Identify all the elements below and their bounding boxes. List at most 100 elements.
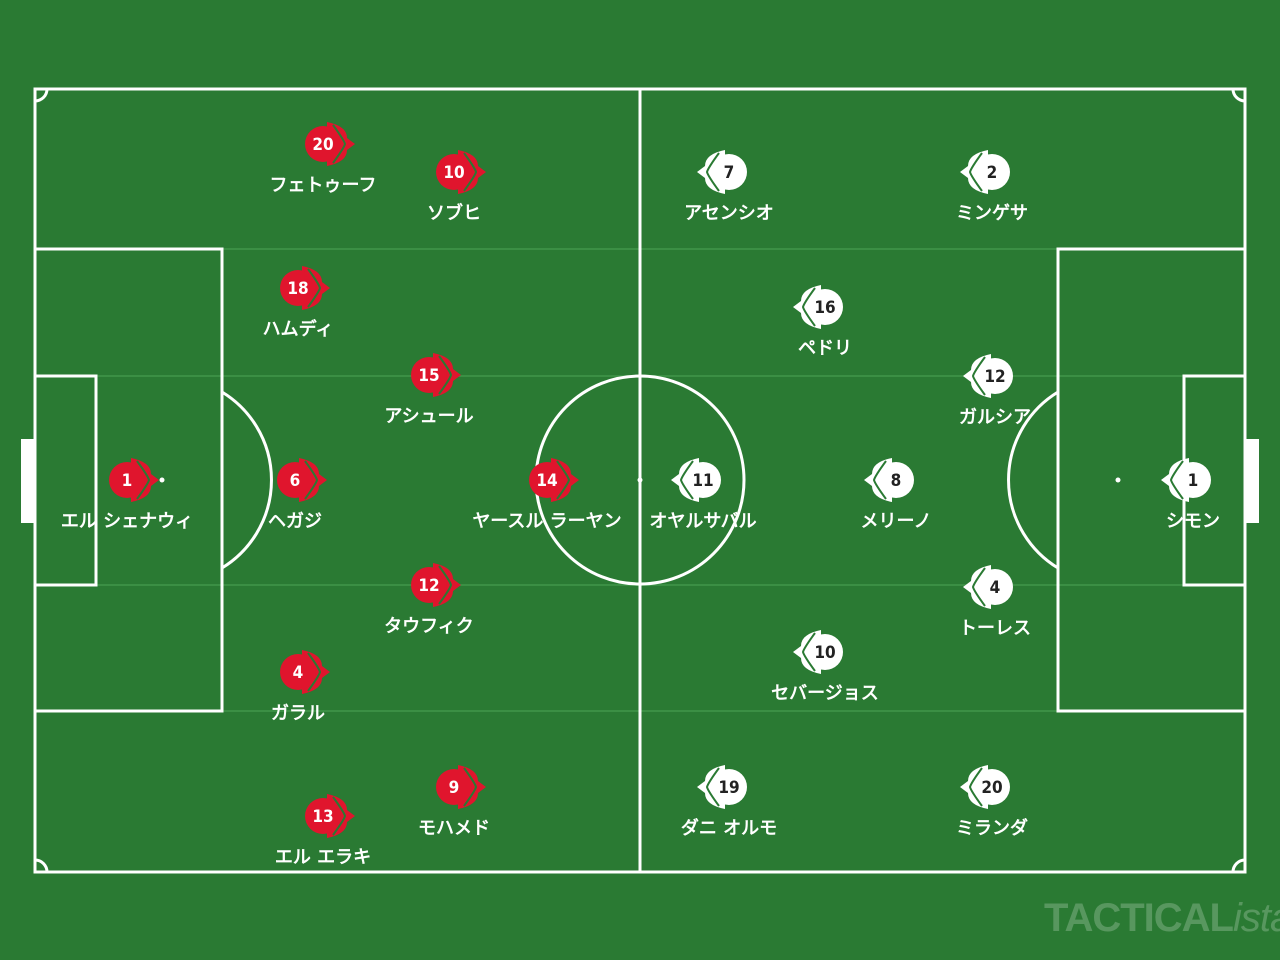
player-disc	[280, 654, 316, 690]
player-number: 10	[443, 163, 464, 183]
away_team-player-16: 16 ペドリ	[793, 285, 852, 359]
direction-arrow-gap	[971, 356, 986, 396]
tacticalista-watermark: TACTICALista	[1044, 896, 1280, 941]
player-number: 1	[122, 471, 133, 491]
direction-arrow-gap	[556, 460, 571, 500]
direction-arrow-gap	[463, 767, 478, 807]
left-penalty-arc	[221, 390, 273, 570]
player-number: 2	[987, 163, 998, 183]
player-name: オヤルサバル	[649, 511, 756, 532]
player-name: ダニ オルモ	[681, 817, 777, 839]
right-penalty-spot	[1115, 477, 1121, 483]
direction-arrow-gap	[332, 124, 347, 164]
left-penalty-spot	[159, 477, 165, 483]
player-disc	[280, 270, 316, 306]
direction-arrow-gap	[307, 652, 322, 692]
player-disc	[277, 462, 313, 498]
player-number: 9	[449, 778, 460, 798]
player-disc	[685, 462, 721, 498]
player-name: ペドリ	[798, 338, 852, 359]
away_team-player-11: 11 オヤルサバル	[649, 458, 757, 532]
player-number: 20	[312, 135, 333, 155]
player-name: ミンゲサ	[956, 202, 1028, 224]
direction-arrow-gap	[679, 460, 694, 500]
player-name: ミランダ	[956, 817, 1028, 839]
direction-arrow-gap	[705, 152, 720, 192]
direction-arrow-gap	[438, 565, 453, 605]
player-number: 7	[724, 163, 735, 183]
pitch-spots	[159, 477, 1121, 483]
player-number: 18	[287, 279, 308, 299]
player-name: アシュール	[384, 406, 473, 427]
player-number: 14	[536, 471, 557, 491]
away_team-player-12: 12 ガルシア	[959, 354, 1031, 428]
home_team-player-10: 10 ソブヒ	[427, 150, 486, 224]
player-number: 1	[1188, 471, 1199, 491]
player-number: 12	[984, 367, 1005, 387]
home_team-player-15: 15 アシュール	[384, 353, 474, 427]
player-disc	[977, 569, 1013, 605]
player-name: フェトゥーフ	[270, 175, 377, 196]
player-disc	[711, 154, 747, 190]
player-name: エル シェナウィ	[61, 511, 193, 532]
player-number: 4	[990, 578, 1001, 598]
player-name: ソブヒ	[427, 202, 481, 224]
left-goal	[21, 439, 35, 523]
right-goal	[1245, 439, 1259, 523]
player-name: ハムディ	[263, 318, 334, 340]
player-number: 15	[418, 366, 439, 386]
player-number: 20	[981, 778, 1002, 798]
player-number: 16	[814, 298, 835, 318]
player-name: トーレス	[959, 618, 1031, 639]
away_team-player-1: 1 シモン	[1161, 458, 1220, 532]
player-number: 10	[814, 643, 835, 663]
brand-main: TACTICAL	[1044, 896, 1234, 940]
away_team-player-7: 7 アセンシオ	[684, 150, 774, 224]
player-name: モハメド	[418, 818, 490, 839]
corner-arc-top-right	[1231, 88, 1246, 103]
player-disc	[807, 634, 843, 670]
direction-arrow-gap	[463, 152, 478, 192]
player-name: メリーノ	[861, 511, 932, 532]
player-name: ガルシア	[959, 407, 1031, 428]
player-disc	[109, 462, 145, 498]
direction-arrow-gap	[705, 767, 720, 807]
corner-arc-top-left	[34, 88, 49, 103]
home_team-player-20: 20 フェトゥーフ	[270, 122, 377, 196]
player-disc	[305, 126, 341, 162]
home_team-player-18: 18 ハムディ	[263, 266, 334, 340]
direction-arrow-gap	[968, 152, 983, 192]
player-disc	[974, 154, 1010, 190]
player-name: ヘガジ	[268, 511, 322, 532]
player-disc	[411, 357, 447, 393]
player-disc	[436, 769, 472, 805]
direction-arrow-gap	[136, 460, 151, 500]
player-name: シモン	[1166, 511, 1220, 532]
player-number: 8	[891, 471, 902, 491]
direction-arrow-gap	[332, 796, 347, 836]
goals	[21, 439, 1259, 523]
player-disc	[1175, 462, 1211, 498]
direction-arrow-gap	[872, 460, 887, 500]
player-number: 11	[692, 471, 713, 491]
player-disc	[529, 462, 565, 498]
player-disc	[807, 289, 843, 325]
player-number: 13	[312, 807, 333, 827]
direction-arrow-gap	[971, 567, 986, 607]
player-name: タウフィク	[384, 616, 474, 637]
direction-arrow-gap	[304, 460, 319, 500]
direction-arrow-gap	[1169, 460, 1184, 500]
player-disc	[711, 769, 747, 805]
home_team-player-9: 9 モハメド	[418, 765, 490, 839]
player-name: アセンシオ	[684, 203, 774, 224]
away_team-player-4: 4 トーレス	[959, 565, 1031, 639]
brand-suffix: ista	[1233, 896, 1280, 940]
away_team-player-20: 20 ミランダ	[956, 765, 1028, 839]
